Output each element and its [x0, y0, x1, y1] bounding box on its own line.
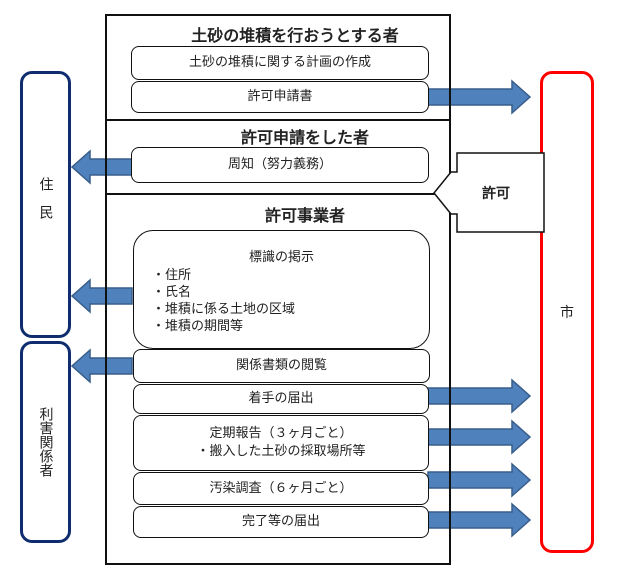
document-inspection-box: 関係書類の閲覧 — [133, 349, 430, 383]
stakeholders-box: 利害関係者 — [20, 341, 71, 543]
arrow-sign-to-residents — [70, 278, 133, 314]
periodic-report-detail: ・搬入した土砂の採取場所等 — [196, 444, 366, 459]
sign-bullet: ・堆積の期間等 — [152, 319, 244, 334]
divider — [105, 119, 451, 121]
process-frame — [105, 14, 451, 565]
permittee-title: 許可事業者 — [264, 206, 345, 225]
contamination-survey-box: 汚染調査（６ヶ月ごと） — [133, 472, 429, 505]
requester-title: 許可申請をした者 — [240, 128, 369, 147]
divider — [105, 193, 451, 195]
sign-bullet: ・氏名 — [152, 285, 192, 300]
sign-posting-box: 標識の掲示 ・住所 ・氏名 ・堆積に係る土地の区域 ・堆積の期間等 — [133, 230, 430, 349]
city-label: 市 — [560, 305, 574, 321]
arrow-completion-to-city — [427, 502, 532, 538]
arrow-application-to-city — [427, 79, 532, 115]
arrow-survey-to-city — [427, 462, 532, 498]
sign-bullet: ・住所 — [152, 268, 192, 283]
residents-box: 住民 — [20, 71, 71, 338]
start-notice-box: 着手の届出 — [133, 384, 429, 414]
arrow-documents-to-stakeholders — [70, 348, 133, 384]
plan-creation-box: 土砂の堆積に関する計画の作成 — [131, 46, 429, 80]
completion-notice-box: 完了等の届出 — [133, 506, 429, 538]
application-box: 許可申請書 — [131, 81, 429, 113]
notice-box: 周知（努力義務） — [131, 147, 429, 183]
stakeholders-label: 利害関係者 — [37, 407, 54, 477]
sign-heading: 標識の掲示 — [248, 250, 314, 265]
arrow-notice-to-residents — [70, 149, 133, 185]
city-box: 市 — [540, 71, 594, 553]
applicant-title: 土砂の堆積を行おうとする者 — [191, 26, 399, 45]
periodic-report-box: 定期報告（３ヶ月ごと） ・搬入した土砂の採取場所等 — [133, 415, 429, 471]
arrow-start-to-city — [427, 378, 532, 414]
permit-label: 許可 — [482, 186, 510, 202]
periodic-report-label: 定期報告（３ヶ月ごと） — [209, 426, 353, 441]
residents-label: 住民 — [37, 176, 54, 233]
arrow-report-to-city — [427, 419, 532, 455]
sign-bullet: ・堆積に係る土地の区域 — [152, 302, 296, 317]
